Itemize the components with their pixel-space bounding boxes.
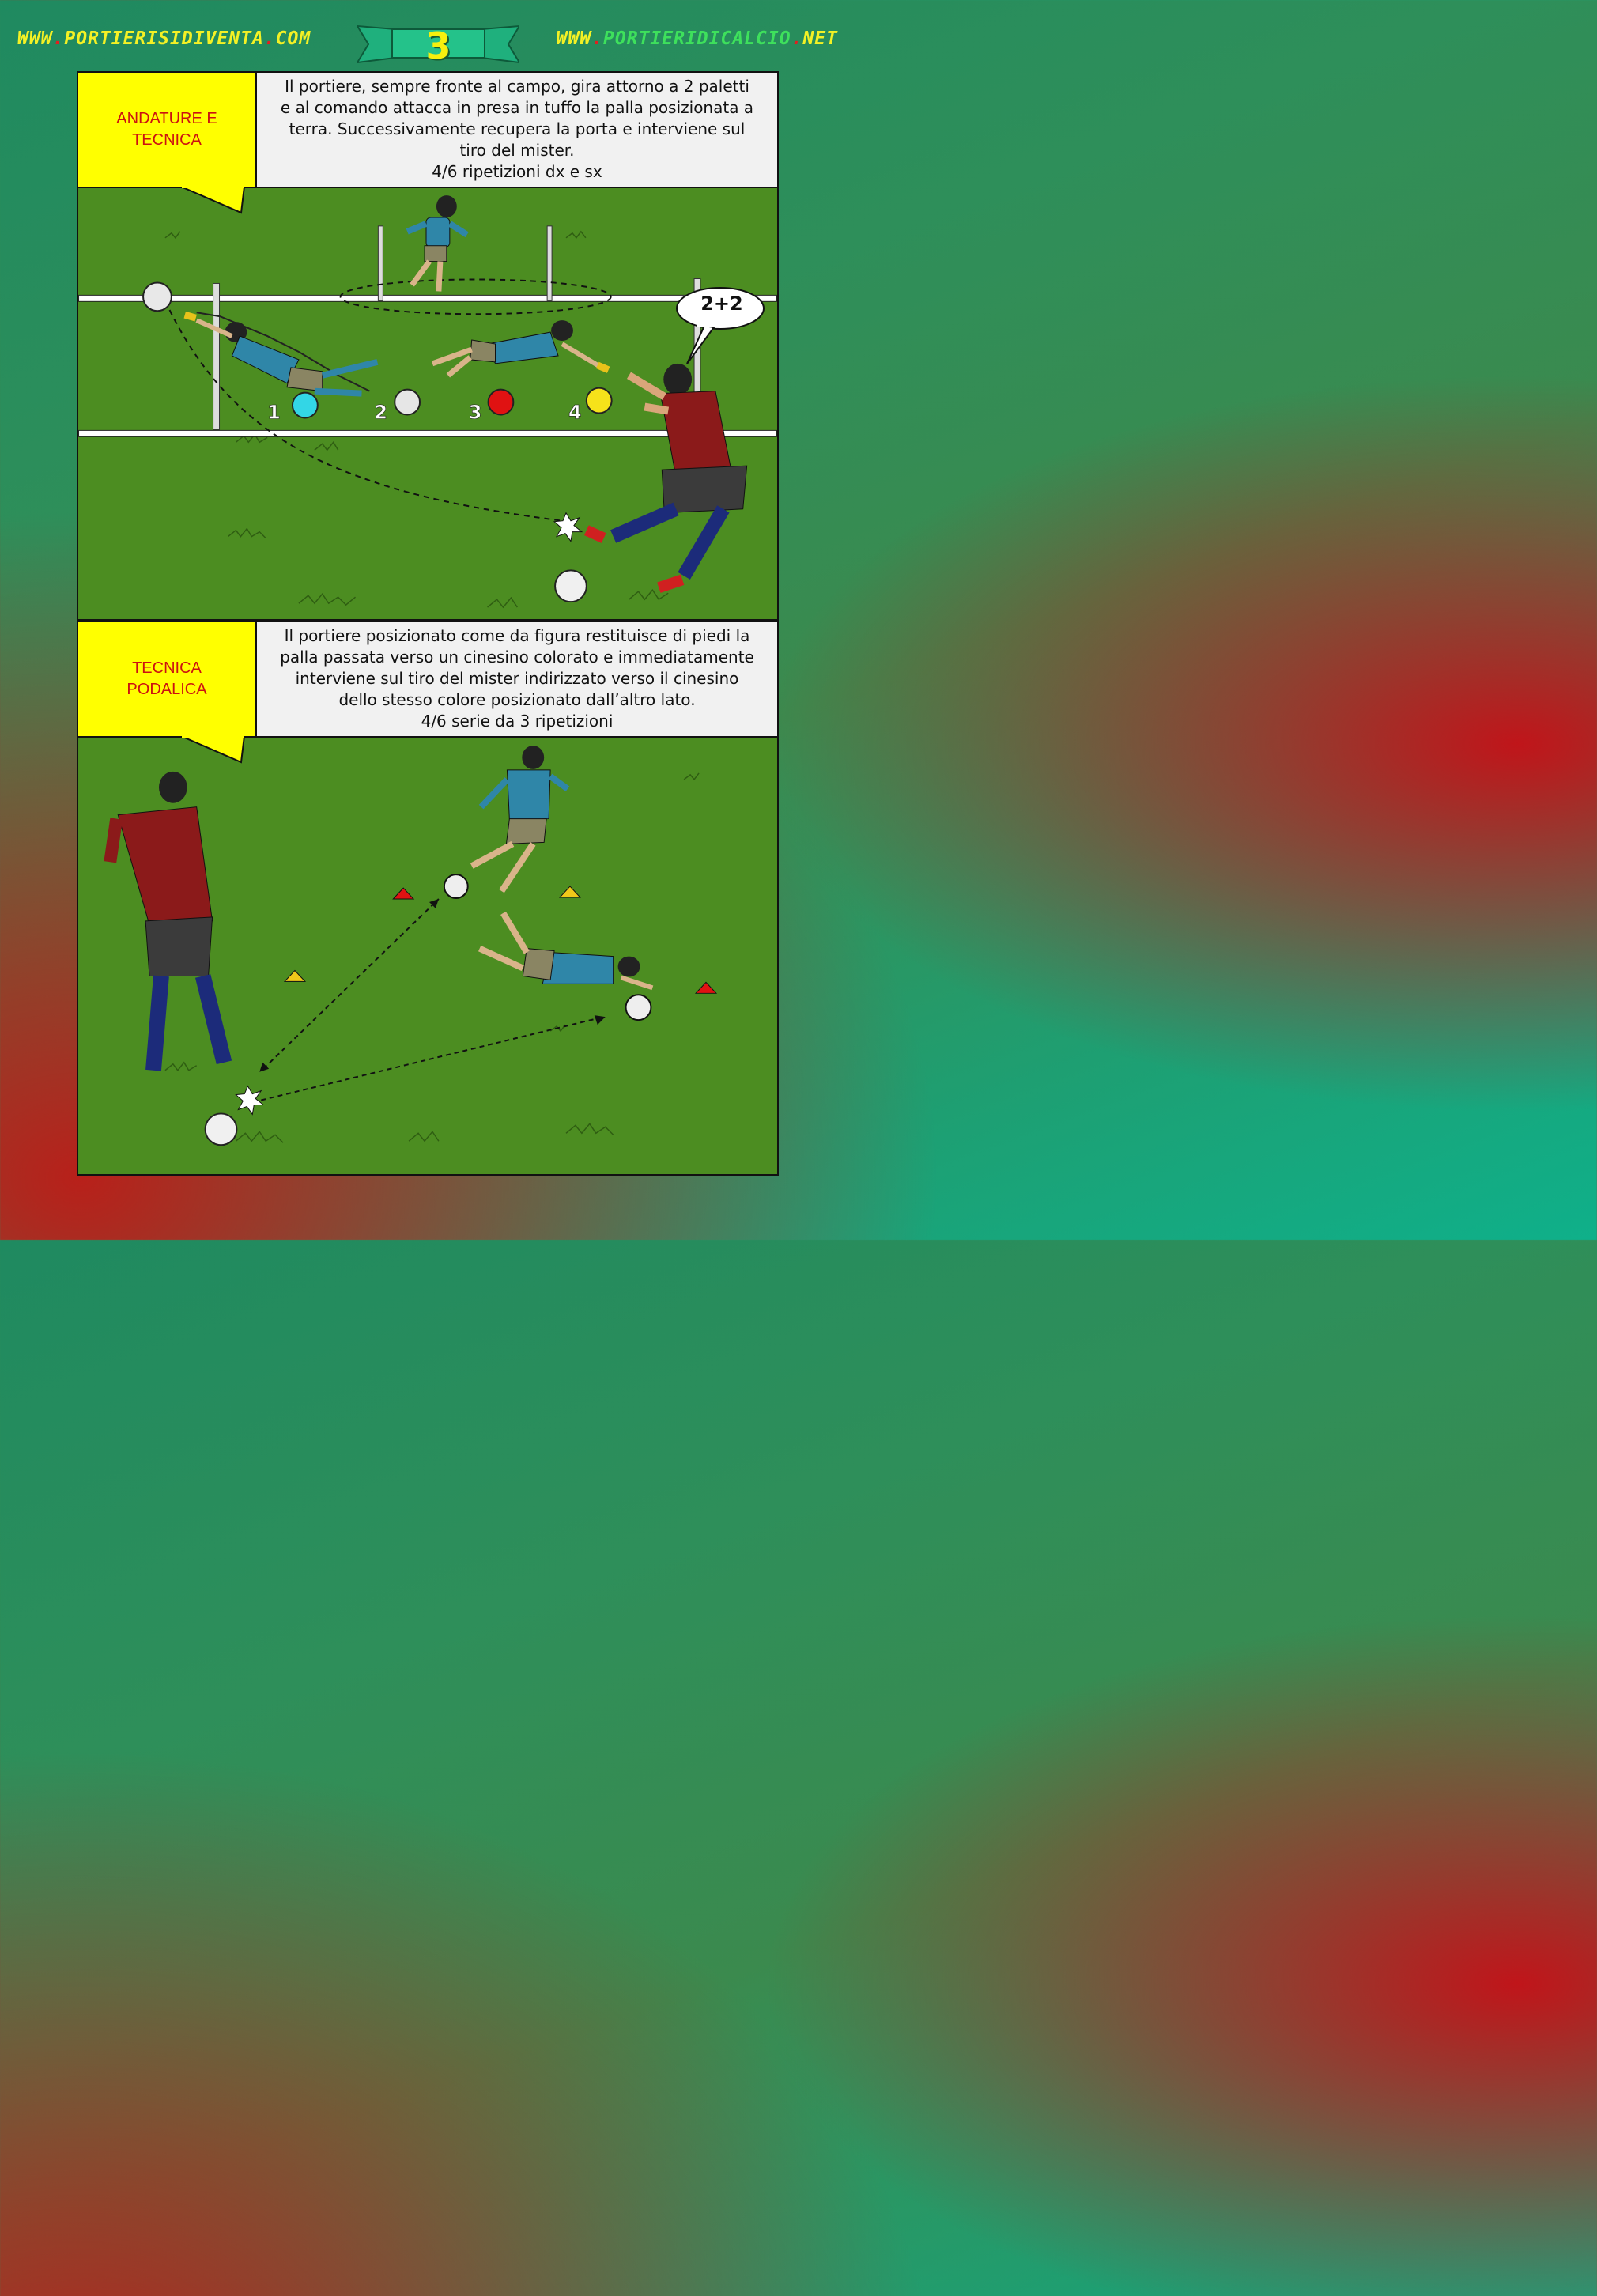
ball [554,569,587,603]
exercise-panel-2: TECNICA PODALICA Il portiere posizionato… [77,621,779,1176]
ribbon-icon [356,25,521,64]
url-dot: . [52,28,65,49]
coach-kicking [583,363,748,593]
exercise-label: TECNICA PODALICA [78,622,257,738]
url-prefix: WWW [17,28,53,49]
url-tld: COM [275,28,311,49]
keeper-running [406,195,469,292]
run-path [339,278,612,315]
cone-yellow [558,886,582,898]
description-line: e al comando attacca in presa in tuffo l… [280,98,754,117]
label-tail [181,187,246,214]
exercise-description: Il portiere posizionato come da figura r… [257,622,777,738]
url-name: PORTIERIDICALCIO [603,28,791,49]
ball-number: 3 [469,401,482,423]
keeper-diving [478,911,654,991]
cone-red [392,887,415,900]
speech-bubble [676,287,765,364]
description-line: palla passata verso un cinesino colorato… [280,648,754,667]
page-number-ribbon: 3 [356,21,521,67]
field-line-bottom [78,429,777,437]
pole [213,282,221,430]
arrow-head [259,1062,270,1072]
url-dot: . [791,28,803,49]
ball-red [487,388,515,416]
ball [625,994,652,1021]
exercise-panel-1: 1 2 3 4 ANDATURE E TECNICA Il portiere, … [77,71,779,621]
pole [377,225,383,301]
description-line: 4/6 serie da 3 ripetizioni [421,712,614,731]
description-line: tiro del mister. [459,141,575,160]
field-line-top [78,294,777,302]
description-line: interviene sul tiro del mister indirizza… [295,669,739,688]
exercise-description: Il portiere, sempre fronte al campo, gir… [257,73,777,188]
coach [104,771,232,1071]
ball [142,281,172,312]
shot-path [164,300,563,522]
page-number: 3 [425,25,451,67]
cone-red [694,981,718,994]
ball-number: 1 [267,401,281,423]
arrow-head [594,1015,606,1025]
cone-yellow [283,969,307,982]
url-prefix: WWW [556,28,592,49]
pole [546,225,553,301]
ball-white [394,388,421,416]
ball [443,874,469,899]
label-tail [181,736,246,764]
exercise-label: ANDATURE E TECNICA [78,73,257,188]
url-name: PORTIERISIDIVENTA [64,28,264,49]
keeper-passing [470,746,570,893]
keeper-diving-right [431,320,610,378]
header-right-url[interactable]: WWW.PORTIERIDICALCIO.NET [557,28,838,49]
description-line: 4/6 ripetizioni dx e sx [432,162,602,181]
ball-number: 4 [568,401,582,423]
impact-star [553,512,583,542]
description-line: Il portiere, sempre fronte al campo, gir… [285,77,749,96]
url-dot: . [263,28,276,49]
arrow-head [429,898,439,908]
keeper-diving-left [183,311,379,397]
ball-number: 2 [374,401,387,423]
url-dot: . [591,28,604,49]
ball-yellow [585,387,613,414]
speech-bubble-text: 2+2 [700,293,743,315]
header-left-url[interactable]: WWW.PORTIERISIDIVENTA.COM [17,28,311,49]
description-line: dello stesso colore posizionato dall’alt… [338,690,696,709]
impact-star [235,1085,265,1116]
pass-arrow [262,898,440,1070]
description-line: Il portiere posizionato come da figura r… [284,626,750,645]
ball [204,1112,238,1146]
url-tld: NET [802,28,838,49]
ball-cyan [291,391,319,419]
description-line: terra. Successivamente recupera la porta… [289,119,746,138]
shot-arrow [260,1016,604,1101]
